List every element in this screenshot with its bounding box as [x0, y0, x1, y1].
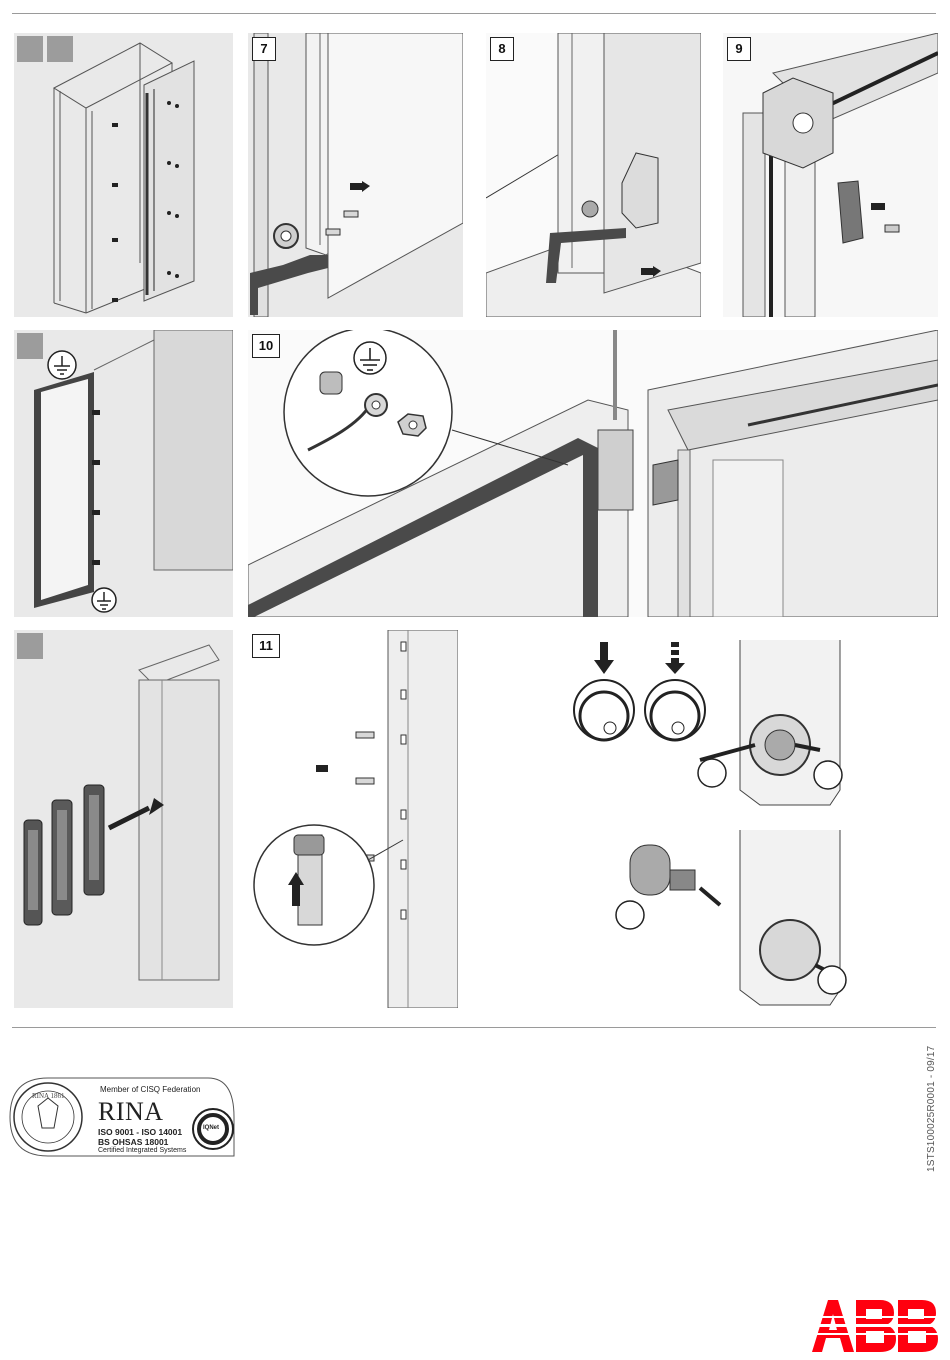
step-number-badge: 10: [252, 334, 280, 358]
panel-step-11: 11: [248, 630, 458, 1008]
cert-standards-line3: Certified Integrated Systems: [98, 1147, 186, 1154]
step-number-badge: 7: [252, 37, 276, 61]
hinge-fixing-illustration: [248, 33, 463, 317]
panel-step-9: 9: [723, 33, 938, 317]
certification-badge: RINA 1861 Member of CISQ Federation RINA…: [8, 1076, 236, 1158]
cert-standards-line2: BS OHSAS 18001: [98, 1137, 168, 1147]
top-rule: [12, 13, 936, 14]
step-number-badge: 9: [727, 37, 751, 61]
door-mounting-illustration: [248, 330, 938, 617]
footer-rule: [12, 1027, 936, 1028]
step-number-badge: 11: [252, 634, 280, 658]
iqnet-label: IQNet: [203, 1125, 219, 1131]
handle-insert-illustration: [14, 630, 233, 1008]
cert-member-text: Member of CISQ Federation: [100, 1085, 200, 1094]
cert-brand: RINA: [98, 1097, 164, 1127]
rina-seal-letters: RINA 1861: [32, 1092, 64, 1100]
panel-lock-detail: [560, 630, 938, 1008]
handle-fixing-illustration: [248, 630, 458, 1008]
lock-cylinder-illustration: [560, 630, 938, 1008]
panel-step-8: 8: [486, 33, 701, 317]
panel-step-10: 10: [248, 330, 938, 617]
panel-handle-overview: [14, 630, 233, 1008]
abb-logo-mark: [812, 1300, 938, 1352]
abb-logo: [812, 1300, 938, 1352]
corner-hinge-illustration: [723, 33, 938, 317]
door-earthing-illustration: [14, 330, 233, 617]
step-number-badge: 8: [490, 37, 514, 61]
document-code: 1STS100025R0001 - 09/17: [926, 1046, 937, 1172]
panel-cabinet-overview: [14, 33, 233, 317]
hinge-bracket-illustration: [486, 33, 701, 317]
panel-step-7: 7: [248, 33, 463, 317]
panel-door-earth: [14, 330, 233, 617]
cert-standards-line1: ISO 9001 - ISO 14001: [98, 1127, 182, 1137]
cabinet-frame-illustration: [14, 33, 233, 317]
